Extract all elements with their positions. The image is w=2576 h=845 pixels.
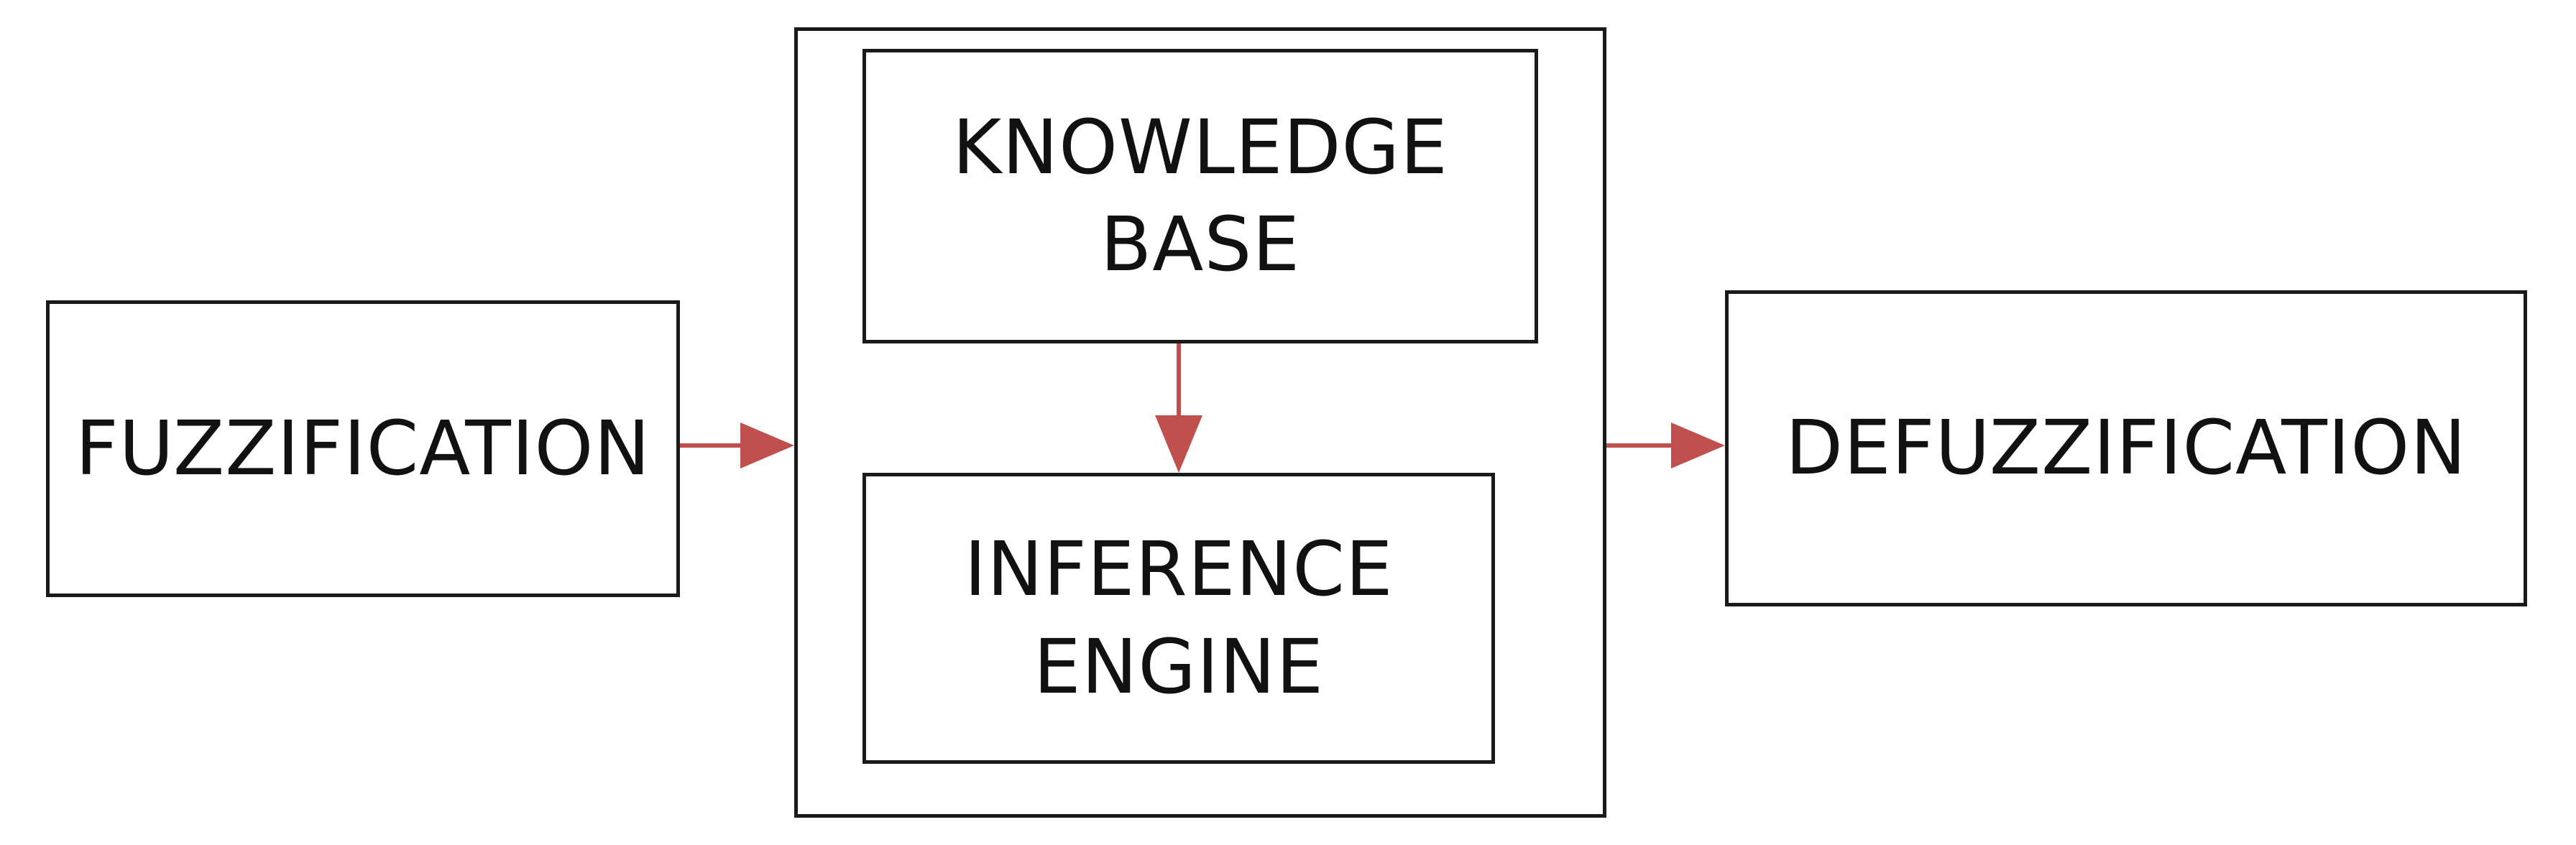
inference-engine-label-line2: ENGINE: [1033, 622, 1325, 711]
defuzzification-box: DEFUZZIFICATION: [1725, 290, 2527, 606]
knowledge-base-box: KNOWLEDGE BASE: [862, 49, 1538, 343]
arrow-fuzzification-to-system: [680, 422, 794, 468]
fuzzification-label: FUZZIFICATION: [75, 404, 651, 492]
inference-engine-box: INFERENCE ENGINE: [862, 473, 1495, 764]
knowledge-base-label-line1: KNOWLEDGE: [952, 103, 1448, 191]
defuzzification-label: DEFUZZIFICATION: [1785, 404, 2467, 492]
inference-engine-label-line1: INFERENCE: [964, 525, 1394, 614]
knowledge-base-label-line2: BASE: [1100, 200, 1301, 288]
fuzzification-box: FUZZIFICATION: [46, 300, 680, 597]
arrow-system-to-defuzzification: [1606, 422, 1725, 468]
